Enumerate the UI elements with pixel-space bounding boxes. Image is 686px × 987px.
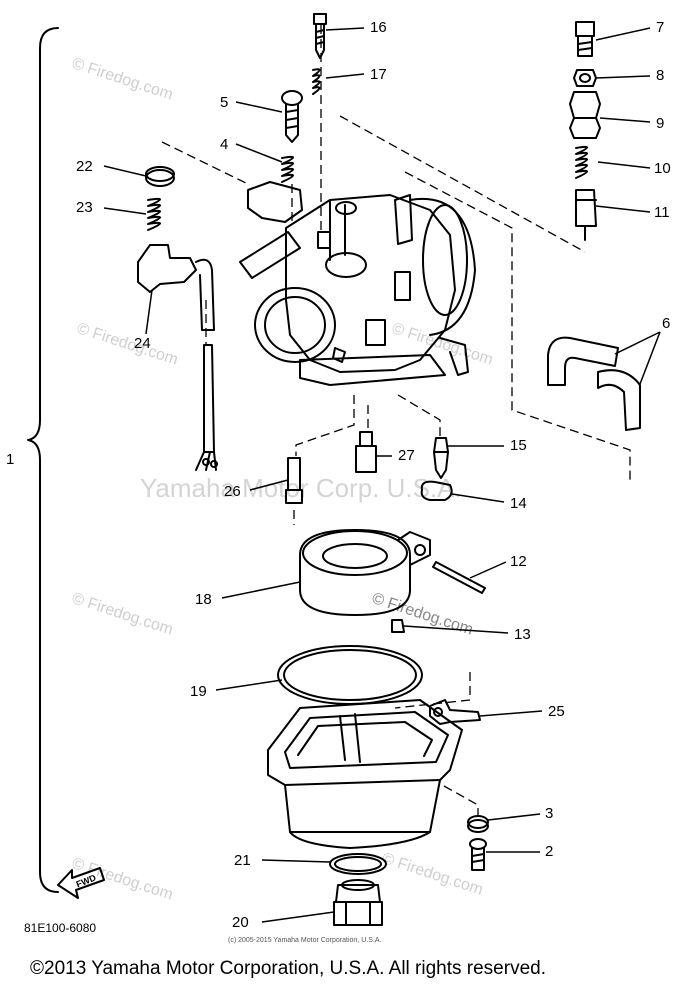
part-label-21: 21 [234, 852, 251, 869]
leader-14 [451, 493, 505, 503]
part-12-float-pin [432, 561, 486, 594]
spring-17 [312, 68, 321, 95]
part-label-17: 17 [370, 66, 387, 83]
part-24-starter-plunger [137, 244, 218, 471]
leader-7 [595, 27, 651, 41]
part-label-23: 23 [76, 199, 93, 216]
small-copyright: (c) 2005-2015 Yamaha Motor Corporation, … [228, 937, 382, 944]
dashed-line [443, 785, 479, 815]
dashed-line [394, 672, 471, 709]
part-label-13: 13 [514, 626, 531, 643]
part-label-27: 27 [398, 447, 415, 464]
dashed-line [161, 141, 251, 186]
part-label-2: 2 [545, 843, 554, 860]
leader-20 [261, 911, 335, 923]
leader-3 [487, 813, 541, 821]
part-8-nut [573, 69, 597, 87]
part-label-6: 6 [662, 315, 671, 332]
dashed-line [295, 395, 355, 456]
part-label-10: 10 [654, 160, 671, 177]
leader-24 [145, 289, 153, 335]
leader-18 [221, 581, 301, 599]
copyright-notice: ©2013 Yamaha Motor Corporation, U.S.A. A… [30, 958, 546, 979]
leader-4 [235, 143, 283, 163]
part-27-main-nozzle [355, 431, 377, 473]
leader-6a [614, 331, 661, 355]
part-14-clip [420, 480, 453, 501]
dashed-line [397, 394, 441, 436]
carburetor-body [239, 181, 476, 386]
leader-17 [325, 73, 365, 79]
part-label-20: 20 [232, 914, 249, 931]
part-label-5: 5 [220, 94, 229, 111]
float-bowl [267, 699, 463, 849]
part-label-16: 16 [370, 19, 387, 36]
leader-5 [235, 101, 283, 113]
part-13-screw [391, 619, 405, 633]
part-label-8: 8 [656, 67, 665, 84]
part-label-12: 12 [510, 553, 527, 570]
part-9-fitting [569, 91, 601, 139]
leader-6b [639, 331, 661, 385]
leader-22 [103, 165, 147, 177]
part-label-19: 19 [190, 683, 207, 700]
part-label-26: 26 [224, 483, 241, 500]
part-10-spring [575, 145, 588, 179]
part-label-1: 1 [6, 451, 15, 468]
part-15-needle-valve [433, 437, 449, 479]
part-11-plunger [575, 189, 597, 241]
part-label-11: 11 [654, 204, 670, 221]
part-22-cap [145, 166, 175, 187]
part-label-4: 4 [220, 136, 229, 153]
part-6-vent-tube [547, 336, 641, 431]
leader-21 [261, 859, 331, 863]
leader-23 [103, 207, 147, 215]
leader-13 [403, 625, 509, 634]
part-label-25: 25 [548, 703, 565, 720]
dashed-line [404, 171, 631, 480]
part-19-o-ring [277, 645, 423, 705]
part-2-screw [469, 838, 487, 871]
leader-26 [249, 479, 289, 491]
part-7-screw [575, 21, 595, 57]
part-label-15: 15 [510, 437, 527, 454]
fwd-arrow [57, 867, 105, 899]
part-20-drain-plug [333, 879, 383, 926]
part-label-9: 9 [656, 115, 665, 132]
throttle-stop-screw-5 [281, 90, 303, 143]
leader-12 [469, 561, 507, 579]
part-18-float [299, 529, 431, 616]
part-23-spring [147, 197, 161, 231]
part-label-3: 3 [545, 805, 554, 822]
part-label-7: 7 [656, 19, 665, 36]
part-label-22: 22 [76, 158, 93, 175]
part-3-washer [467, 815, 489, 833]
spring-4 [281, 155, 294, 183]
part-21-gasket [329, 853, 387, 875]
part-label-24: 24 [134, 335, 151, 352]
leader-25 [479, 710, 543, 717]
part-label-14: 14 [510, 495, 527, 512]
leader-10 [597, 161, 651, 169]
leader-16 [325, 27, 365, 31]
pilot-screw-16 [313, 13, 327, 59]
leader-11 [595, 205, 651, 213]
part-25-bracket [429, 699, 481, 725]
diagram-code: 81E100-6080 [24, 921, 97, 935]
assembly-brace [27, 27, 59, 893]
leader-8 [595, 75, 651, 79]
leader-9 [599, 117, 651, 123]
leader-19 [215, 679, 283, 691]
part-26-jet [285, 457, 303, 504]
part-label-18: 18 [195, 591, 212, 608]
dashed-line [339, 115, 586, 253]
